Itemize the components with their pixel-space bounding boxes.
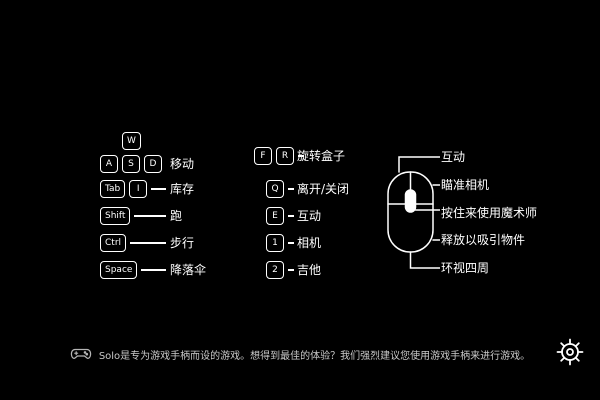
helm-wheel-icon[interactable] <box>556 338 584 366</box>
control-row-leave-close: Q <box>250 180 294 198</box>
connector-line <box>288 269 294 271</box>
key-2: 2 <box>266 261 284 279</box>
key-f: F <box>254 147 272 165</box>
control-row-interact: E <box>250 207 294 225</box>
gamepad-icon <box>70 348 92 359</box>
label-hold-magician: 按住来使用魔术师 <box>441 206 538 220</box>
key-d: D <box>144 155 162 173</box>
gamepad-notice-text: Solo是专为游戏手柄而设的游戏。想得到最佳的体验？我们强烈建议您使用游戏手柄来… <box>98 350 531 362</box>
label-camera: 相机 <box>297 236 322 250</box>
label-rotate-box: 旋转盒子 <box>297 149 346 163</box>
connector-line <box>288 188 294 190</box>
key-r: R <box>276 147 294 165</box>
label-aim-camera: 瞄准相机 <box>441 178 490 192</box>
label-guitar: 吉他 <box>297 263 322 277</box>
connector-line <box>298 155 304 157</box>
control-row-parachute: Space <box>100 261 166 279</box>
label-inventory: 库存 <box>170 182 195 196</box>
label-look-around: 环视四周 <box>441 261 490 275</box>
connector-line <box>288 242 294 244</box>
control-row-inventory: Tab I <box>100 180 166 198</box>
connector-line <box>130 242 166 244</box>
control-row-camera: 1 <box>250 234 294 252</box>
label-interact: 互动 <box>297 209 322 223</box>
key-ctrl: Ctrl <box>100 234 127 252</box>
connector-line <box>288 215 294 217</box>
key-1: 1 <box>266 234 284 252</box>
key-e: E <box>266 207 284 225</box>
control-row-walk: Ctrl <box>100 234 166 252</box>
key-tab: Tab <box>100 180 126 198</box>
label-move: 移动 <box>170 157 195 171</box>
control-row-run: Shift <box>100 207 166 225</box>
control-row-guitar: 2 <box>250 261 294 279</box>
label-mouse-interact: 互动 <box>441 150 466 164</box>
label-release-attract: 释放以吸引物件 <box>441 233 526 247</box>
gamepad-notice: Solo是专为游戏手柄而设的游戏。想得到最佳的体验？我们强烈建议您使用游戏手柄来… <box>0 344 600 364</box>
key-w: W <box>122 132 141 150</box>
key-i: I <box>129 180 148 198</box>
key-a: A <box>100 155 118 173</box>
label-run: 跑 <box>170 209 183 223</box>
control-row-move: A S D <box>100 155 166 173</box>
mouse-diagram-icon <box>387 156 440 269</box>
key-space: Space <box>100 261 138 279</box>
label-leave-close: 离开/关闭 <box>297 182 350 196</box>
label-parachute: 降落伞 <box>170 263 207 277</box>
connector-line <box>134 215 166 217</box>
connector-line <box>151 188 166 190</box>
label-walk: 步行 <box>170 236 195 250</box>
key-s: S <box>122 155 140 173</box>
control-row-rotate-box: F R <box>250 147 304 165</box>
key-shift: Shift <box>100 207 131 225</box>
connector-line <box>141 269 166 271</box>
key-q: Q <box>266 180 284 198</box>
